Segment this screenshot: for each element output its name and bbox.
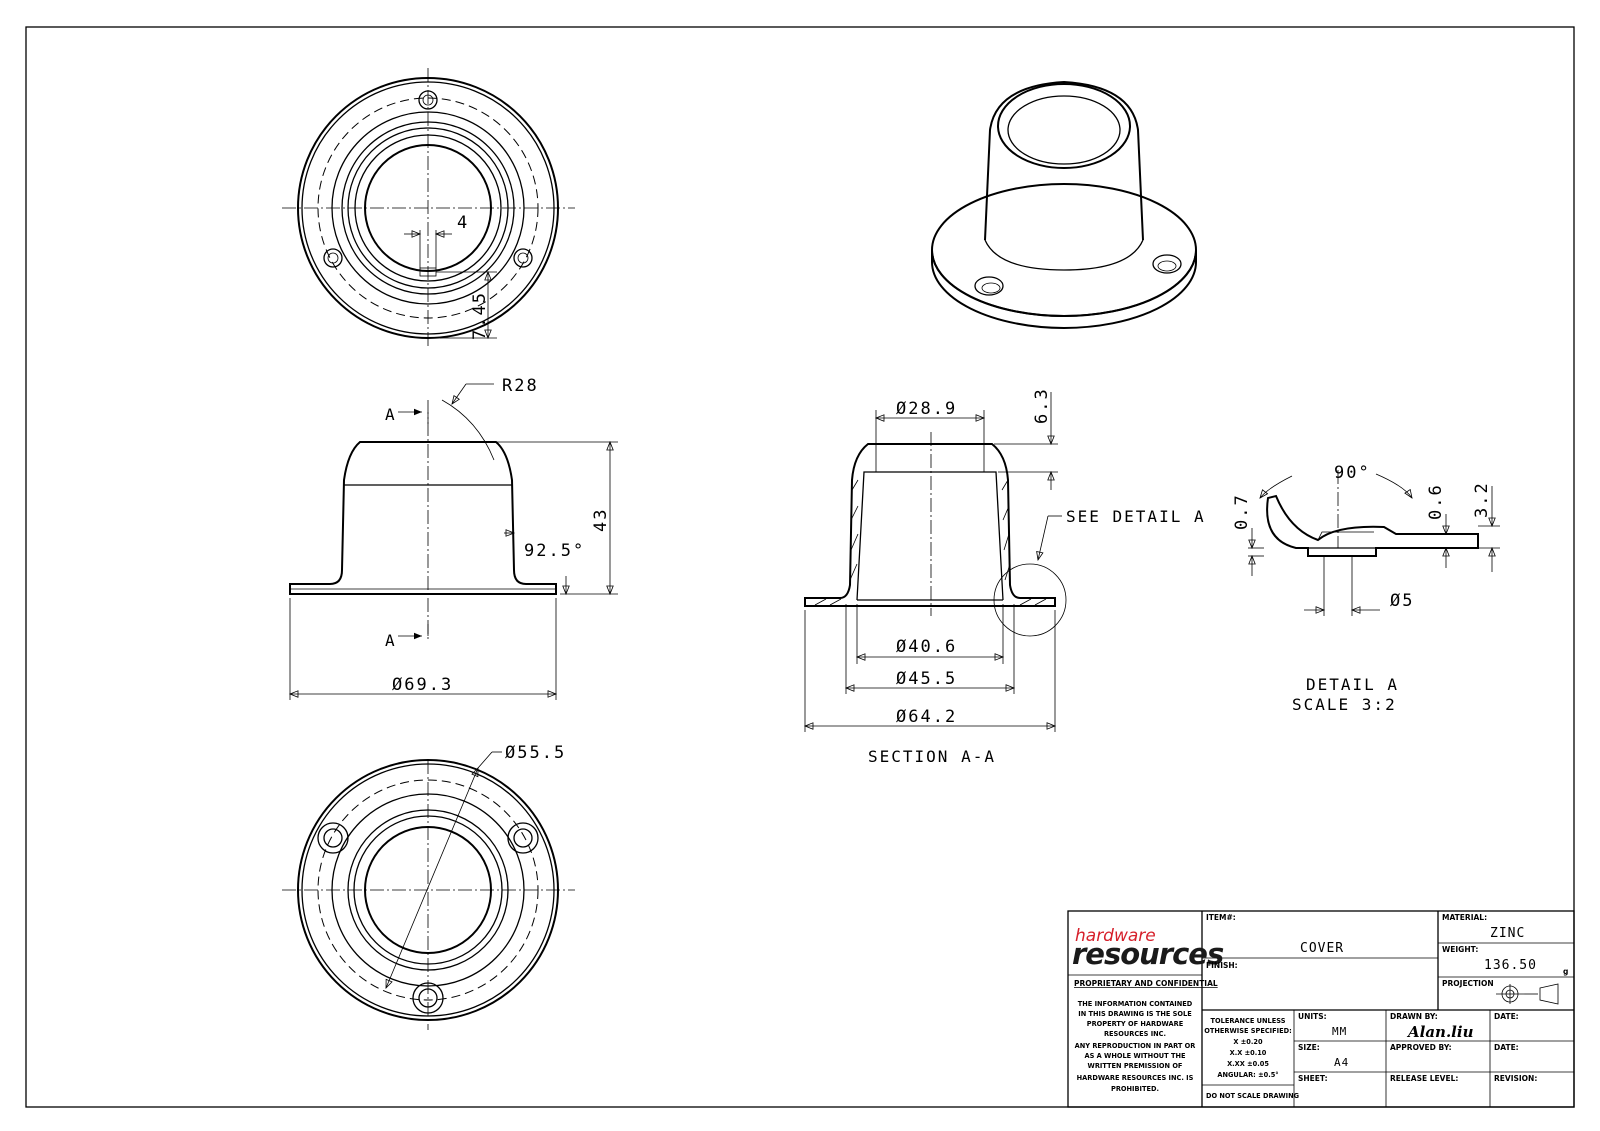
tolerance-line: X.X ±0.10 [1230,1049,1267,1057]
dim-detail-t2: 0.6 [1426,483,1446,520]
tolerance-line: OTHERWISE SPECIFIED: [1204,1027,1291,1035]
bottom-view [282,751,575,1030]
drawn-by-signature: Alan.liu [1406,1023,1474,1041]
tolerance-line: ANGULAR: ±0.5° [1217,1071,1278,1079]
date-label-drawn: DATE: [1494,1012,1519,1021]
dim-section-mid-dia: Ø45.5 [896,669,957,689]
tolerance-line: TOLERANCE UNLESS [1211,1017,1286,1025]
weight-value: 136.50 [1484,958,1537,973]
dim-detail-height: 3.2 [1472,481,1492,518]
dim-angle: 92.5° [524,541,585,561]
dim-section-outer-dia: Ø64.2 [896,707,957,727]
isometric-view [931,80,1197,329]
notice-line: WRITTEN PREMISSION OF [1088,1062,1183,1070]
detail-a [1248,470,1500,616]
dim-radius: R28 [502,376,539,396]
tolerance-notes: TOLERANCE UNLESS OTHERWISE SPECIFIED: X … [1204,1017,1291,1079]
weight-label: WEIGHT: [1442,945,1478,954]
drawn-by-label: DRAWN BY: [1390,1012,1438,1021]
sheet-label: SHEET: [1298,1074,1328,1083]
notice-line: RESOURCES INC. [1104,1030,1166,1038]
size-value: A4 [1334,1056,1349,1069]
see-detail-label: SEE DETAIL A [1066,507,1206,526]
projection-label: PROJECTION [1442,979,1494,988]
dim-height: 43 [591,508,611,532]
logo-top-text: hardware [1075,926,1156,946]
notice-line: HARDWARE RESOURCES INC. IS [1077,1074,1194,1082]
notice-line: AS A WHOLE WITHOUT THE [1085,1052,1186,1060]
dim-section-top-depth: 6.3 [1032,387,1052,424]
tolerance-line: X.XX ±0.05 [1227,1060,1269,1068]
material-label: MATERIAL: [1442,913,1487,922]
dim-top-small: 4 [457,213,469,233]
sheet-border [25,26,1575,1108]
dim-top-offset: 7.45 [470,291,490,340]
proprietary-notice: THE INFORMATION CONTAINED IN THIS DRAWIN… [1075,1000,1196,1093]
material-value: ZINC [1490,926,1525,941]
section-marker-bottom: A [385,631,397,650]
section-a-a [803,392,1067,732]
detail-title: DETAIL A [1306,675,1399,694]
approved-by-label: APPROVED BY: [1390,1043,1452,1052]
section-title: SECTION A-A [868,747,996,766]
notice-line: PROHIBITED. [1111,1085,1159,1093]
section-marker-top: A [385,405,397,424]
dim-detail-angle: 90° [1334,463,1371,483]
units-value: MM [1332,1025,1347,1038]
company-logo: hardware resources [1072,926,1225,971]
dim-flange-dia: Ø69.3 [392,675,453,695]
no-scale-note: DO NOT SCALE DRAWING [1206,1092,1299,1100]
notice-line: ANY REPRODUCTION IN PART OR [1075,1042,1196,1050]
size-label: SIZE: [1298,1043,1320,1052]
revision-label: REVISION: [1494,1074,1537,1083]
weight-unit: g [1563,967,1568,976]
release-level-label: RELEASE LEVEL: [1390,1074,1458,1083]
notice-line: PROPERTY OF HARDWARE [1087,1020,1184,1028]
detail-scale: SCALE 3:2 [1292,695,1397,714]
logo-bottom-text: resources [1072,937,1224,971]
dim-detail-t1: 0.7 [1232,493,1252,530]
notice-line: IN THIS DRAWING IS THE SOLE [1078,1010,1192,1018]
item-value: COVER [1300,941,1344,956]
top-view [282,68,575,348]
dim-section-inner-dia: Ø40.6 [896,637,957,657]
units-label: UNITS: [1298,1012,1327,1021]
dim-bolt-circle: Ø55.5 [505,743,566,763]
notice-line: THE INFORMATION CONTAINED [1078,1000,1193,1008]
finish-label: FINISH: [1206,961,1238,970]
front-view [288,383,618,700]
dim-detail-hole: Ø5 [1390,591,1414,611]
item-label: ITEM#: [1206,913,1236,922]
tolerance-line: X ±0.20 [1233,1038,1263,1046]
dim-section-top-dia: Ø28.9 [896,399,957,419]
title-block [1067,910,1575,1108]
date-label-approved: DATE: [1494,1043,1519,1052]
proprietary-heading: PROPRIETARY AND CONFIDENTIAL [1074,979,1218,988]
